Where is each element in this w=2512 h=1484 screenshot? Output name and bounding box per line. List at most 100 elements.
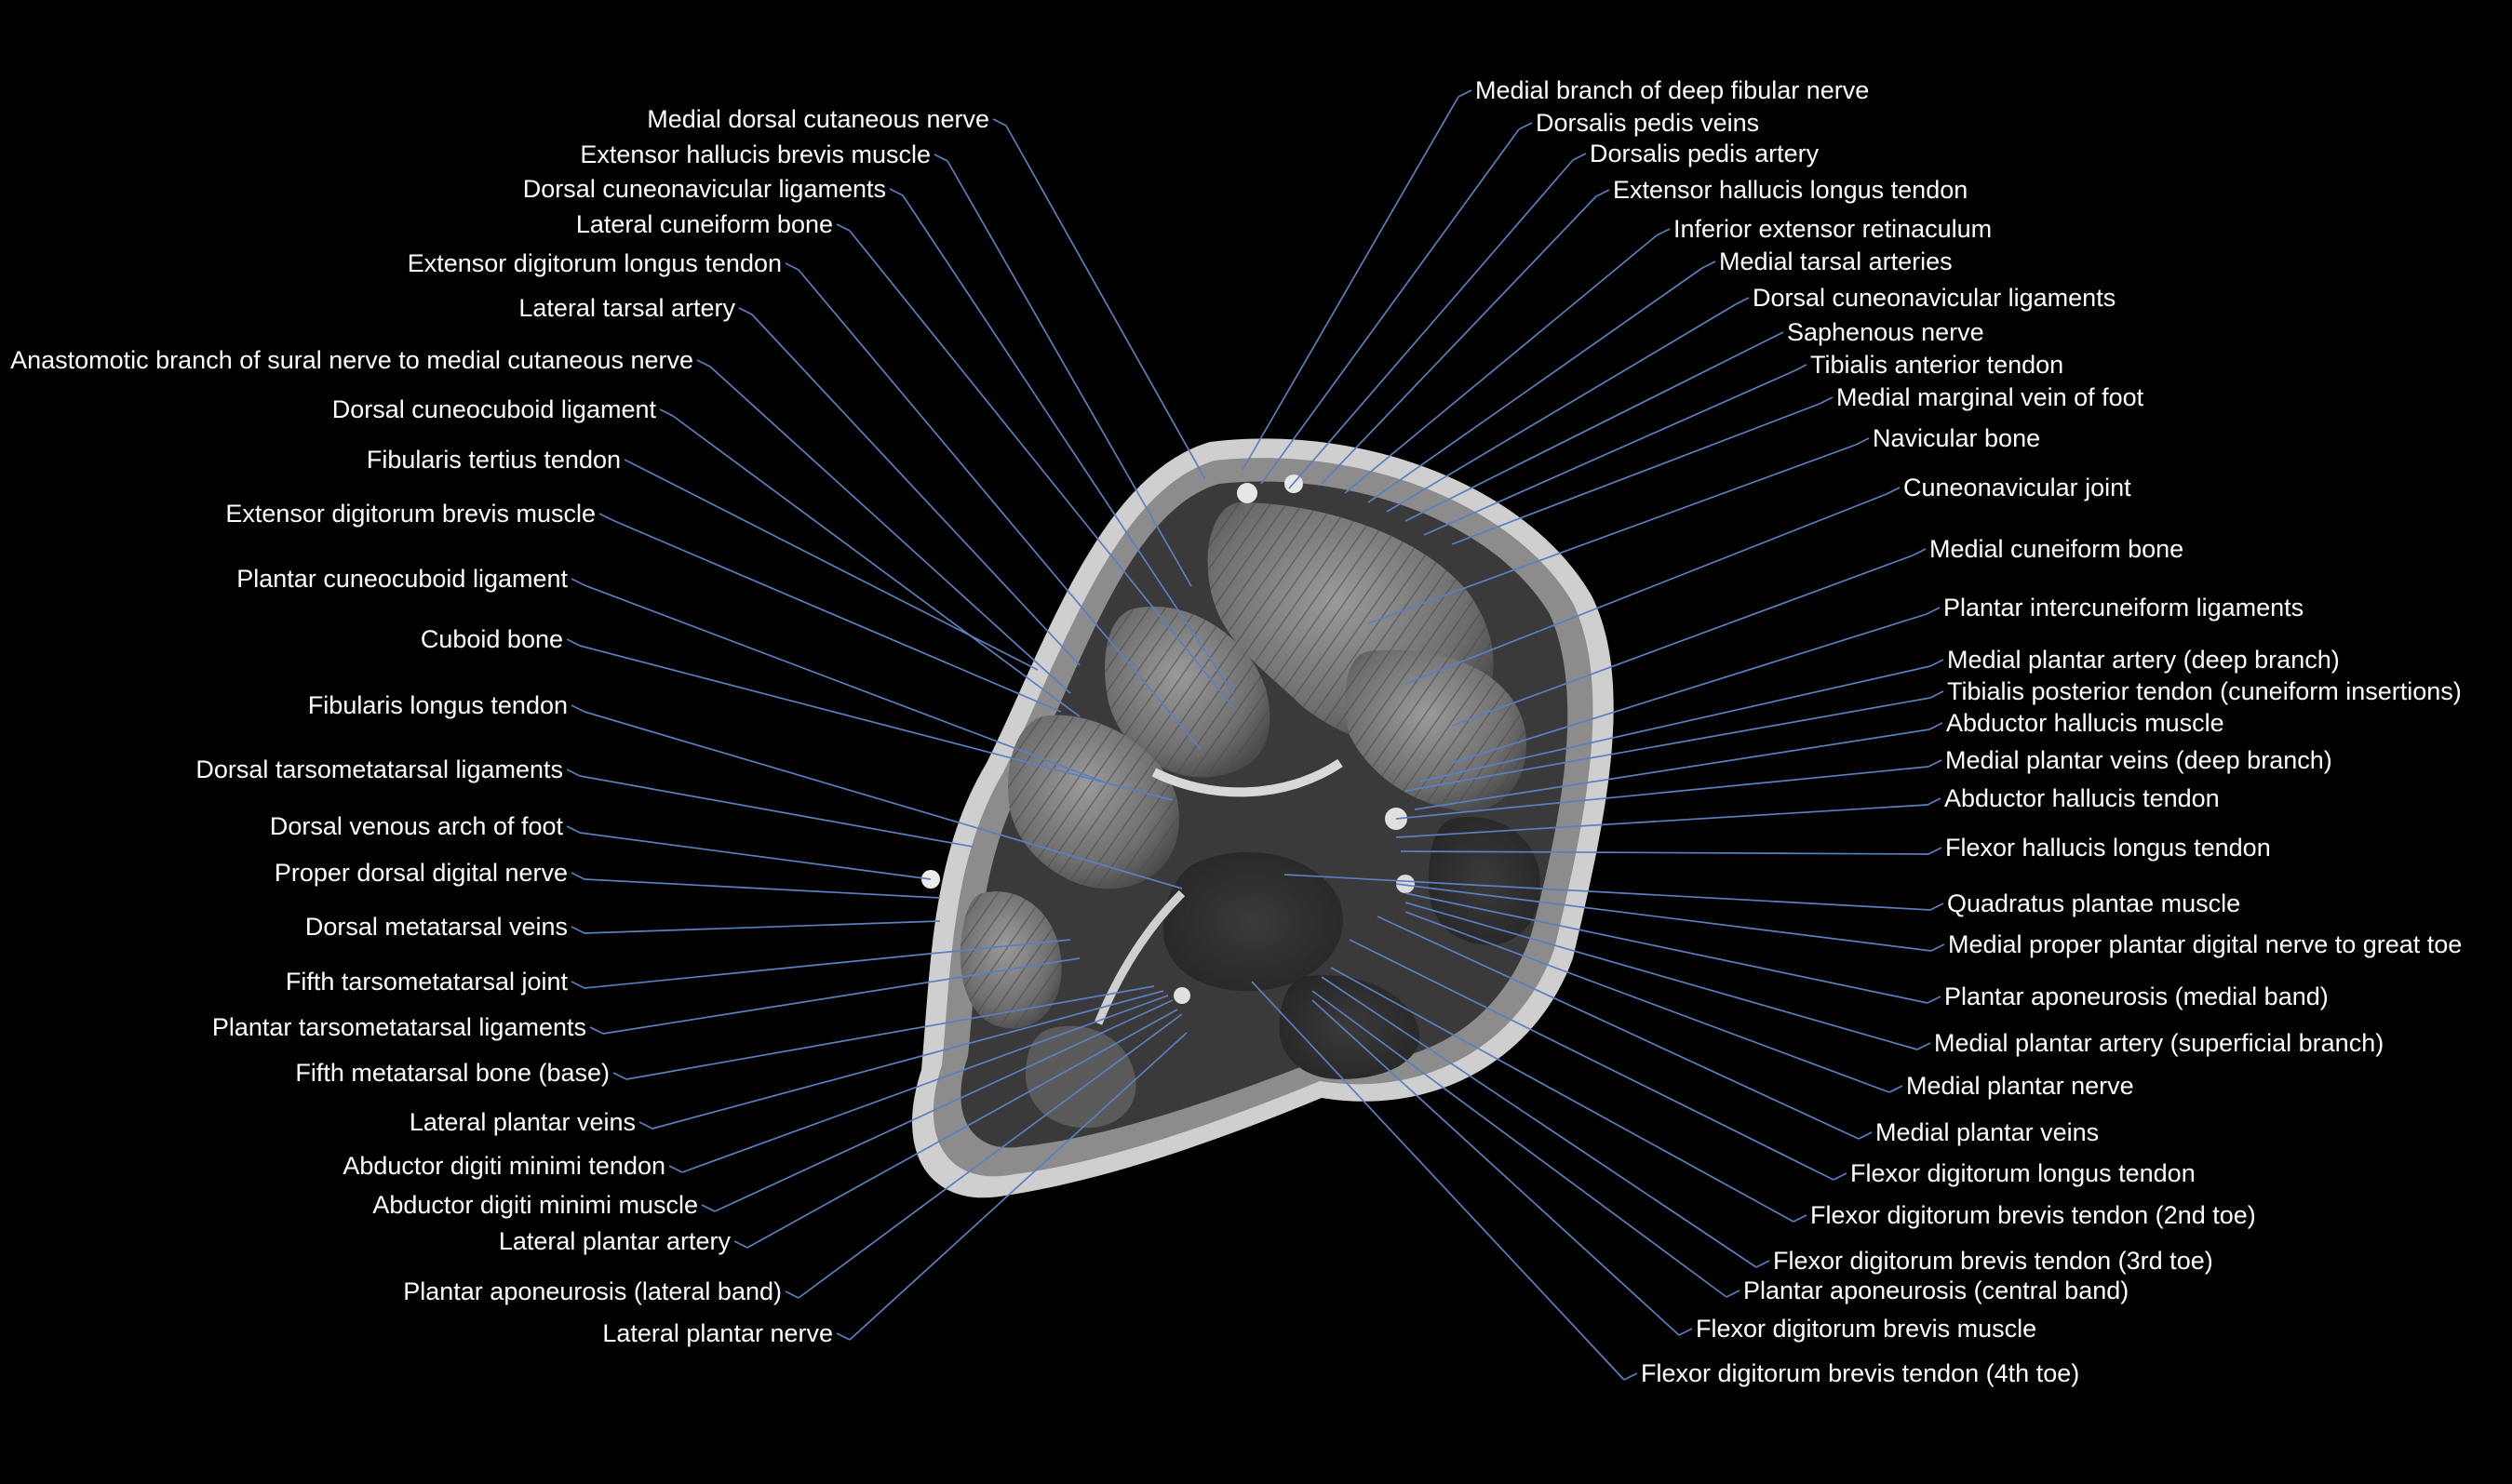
leader-tick-extensor-hallucis-brevis-muscle: [934, 154, 948, 162]
label-flexor-digitorum-brevis-tendon-2nd-toe: Flexor digitorum brevis tendon (2nd toe): [1810, 1201, 2256, 1229]
leader-tick-flexor-digitorum-brevis-muscle: [1678, 1328, 1693, 1336]
leader-tick-anastomotic-branch-of-sural-nerve-to-medial-cutaneous-nerve: [696, 359, 711, 368]
leader-tick-lateral-plantar-veins: [638, 1121, 653, 1130]
label-medial-plantar-artery-superficial-branch: Medial plantar artery (superficial branc…: [1934, 1029, 2384, 1057]
leader-tick-flexor-hallucis-longus-tendon: [1928, 847, 1942, 855]
leader-tick-flexor-digitorum-brevis-tendon-2nd-toe: [1793, 1214, 1807, 1223]
leader-fifth-metatarsal-bone-base: [625, 985, 1155, 1080]
label-saphenous-nerve: Saphenous nerve: [1787, 318, 1984, 346]
leader-plantar-aponeurosis-lateral-band: [798, 1013, 1183, 1299]
leader-flexor-hallucis-longus-tendon: [1400, 850, 1929, 855]
leader-tick-fibularis-longus-tendon: [571, 704, 585, 713]
label-flexor-digitorum-longus-tendon: Flexor digitorum longus tendon: [1850, 1159, 2196, 1187]
leader-extensor-digitorum-brevis-muscle: [611, 519, 1062, 713]
label-medial-cuneiform-bone: Medial cuneiform bone: [1929, 535, 2183, 563]
leader-flexor-digitorum-brevis-tendon-3rd-toe: [1321, 976, 1757, 1268]
leader-tick-plantar-aponeurosis-central-band: [1726, 1290, 1740, 1298]
label-plantar-aponeurosis-medial-band: Plantar aponeurosis (medial band): [1944, 983, 2329, 1010]
leader-tick-tibialis-posterior-tendon-cuneiform-insertions: [1929, 690, 1944, 699]
label-dorsal-cuneonavicular-ligaments: Dorsal cuneonavicular ligaments: [1753, 284, 2116, 312]
label-medial-plantar-nerve: Medial plantar nerve: [1906, 1072, 2134, 1100]
leader-fifth-tarsometatarsal-joint: [584, 939, 1071, 989]
leader-lateral-plantar-artery: [746, 1009, 1178, 1249]
leader-tick-dorsal-tarsometatarsal-ligaments: [566, 769, 581, 777]
label-extensor-hallucis-brevis-muscle: Extensor hallucis brevis muscle: [580, 140, 931, 168]
label-medial-branch-of-deep-fibular-nerve: Medial branch of deep fibular nerve: [1475, 76, 1869, 104]
leader-lateral-plantar-nerve: [849, 1032, 1188, 1341]
label-medial-plantar-artery-deep-branch: Medial plantar artery (deep branch): [1947, 646, 2340, 674]
label-abductor-hallucis-tendon: Abductor hallucis tendon: [1944, 784, 2220, 812]
label-abductor-digiti-minimi-tendon: Abductor digiti minimi tendon: [343, 1152, 665, 1180]
label-dorsalis-pedis-artery: Dorsalis pedis artery: [1590, 140, 1820, 167]
leader-tick-lateral-plantar-nerve: [836, 1332, 851, 1341]
leader-dorsal-tarsometatarsal-ligaments: [579, 775, 974, 848]
label-dorsalis-pedis-veins: Dorsalis pedis veins: [1536, 109, 1759, 137]
leader-dorsal-cuneocuboid-ligament: [672, 415, 1081, 717]
leader-tick-plantar-aponeurosis-medial-band: [1927, 996, 1941, 1004]
quadratus-plantae-shape: [1163, 851, 1343, 992]
label-medial-plantar-veins-deep-branch: Medial plantar veins (deep branch): [1945, 746, 2332, 774]
leader-flexor-digitorum-brevis-muscle: [1311, 999, 1680, 1336]
leader-abductor-hallucis-tendon: [1395, 804, 1928, 838]
label-flexor-digitorum-brevis-tendon-4th-toe: Flexor digitorum brevis tendon (4th toe): [1641, 1359, 2079, 1387]
leader-tick-navicular-bone: [1855, 437, 1870, 446]
leader-tick-extensor-hallucis-longus-tendon: [1595, 189, 1610, 197]
leader-tick-saphenous-nerve: [1769, 331, 1784, 340]
ligament-band-1: [1151, 758, 1343, 797]
leader-dorsalis-pedis-veins: [1260, 128, 1520, 485]
leader-flexor-digitorum-brevis-tendon-4th-toe: [1251, 981, 1625, 1381]
leader-tibialis-anterior-tendon: [1423, 370, 1794, 536]
label-plantar-aponeurosis-central-band: Plantar aponeurosis (central band): [1743, 1277, 2129, 1304]
leader-tick-flexor-digitorum-brevis-tendon-3rd-toe: [1755, 1260, 1770, 1268]
leader-tick-dorsal-venous-arch-of-foot: [566, 825, 581, 834]
leader-medial-plantar-veins: [1377, 916, 1860, 1140]
label-medial-tarsal-arteries: Medial tarsal arteries: [1719, 247, 1953, 275]
label-medial-plantar-veins: Medial plantar veins: [1875, 1118, 2099, 1146]
label-extensor-hallucis-longus-tendon: Extensor hallucis longus tendon: [1613, 176, 1968, 204]
leader-proper-dorsal-digital-nerve: [584, 878, 941, 899]
leader-tick-medial-plantar-nerve: [1888, 1085, 1903, 1093]
leader-tick-dorsalis-pedis-veins: [1518, 122, 1533, 130]
label-fifth-metatarsal-bone-base: Fifth metatarsal bone (base): [295, 1059, 610, 1087]
leader-tick-dorsal-cuneocuboid-ligament: [659, 408, 674, 417]
leader-dorsal-cuneonavicular-ligaments: [1386, 303, 1737, 513]
leader-plantar-intercuneiform-ligaments: [1451, 613, 1928, 764]
label-plantar-aponeurosis-lateral-band: Plantar aponeurosis (lateral band): [403, 1277, 782, 1305]
leader-tick-medial-plantar-artery-deep-branch: [1929, 659, 1944, 667]
leader-lines: [566, 89, 1945, 1381]
leader-tick-medial-plantar-veins-deep-branch: [1928, 759, 1942, 768]
leader-plantar-cuneocuboid-ligament: [584, 584, 1104, 782]
leader-medial-marginal-vein-of-foot: [1451, 403, 1820, 545]
label-plantar-intercuneiform-ligaments: Plantar intercuneiform ligaments: [1943, 594, 2304, 622]
leader-medial-branch-of-deep-fibular-nerve: [1242, 96, 1459, 471]
label-dorsal-cuneocuboid-ligament: Dorsal cuneocuboid ligament: [332, 395, 657, 423]
leader-tick-dorsal-metatarsal-veins: [571, 926, 585, 934]
leader-tick-medial-cuneiform-bone: [1912, 548, 1927, 556]
leader-tick-abductor-hallucis-tendon: [1927, 797, 1941, 806]
leader-extensor-hallucis-brevis-muscle: [947, 160, 1192, 587]
label-flexor-hallucis-longus-tendon: Flexor hallucis longus tendon: [1945, 834, 2271, 862]
leader-tick-plantar-aponeurosis-lateral-band: [785, 1290, 799, 1299]
label-dorsal-metatarsal-veins: Dorsal metatarsal veins: [305, 913, 568, 941]
leader-tick-lateral-tarsal-artery: [738, 307, 753, 315]
label-plantar-cuneocuboid-ligament: Plantar cuneocuboid ligament: [236, 565, 568, 593]
leader-tick-medial-plantar-veins: [1858, 1131, 1873, 1140]
label-flexor-digitorum-brevis-muscle: Flexor digitorum brevis muscle: [1696, 1315, 2036, 1343]
leader-tibialis-posterior-tendon-cuneiform-insertions: [1404, 697, 1931, 792]
leader-medial-plantar-veins-deep-branch: [1395, 766, 1929, 820]
leader-plantar-aponeurosis-central-band: [1311, 990, 1727, 1298]
leader-medial-proper-plantar-digital-nerve-to-great-toe: [1395, 883, 1932, 952]
label-lateral-plantar-artery: Lateral plantar artery: [499, 1227, 732, 1255]
leader-cuboid-bone: [579, 645, 1174, 801]
label-extensor-digitorum-brevis-muscle: Extensor digitorum brevis muscle: [225, 500, 596, 528]
leader-tick-lateral-cuneiform-bone: [836, 223, 851, 232]
abductor-hallucis-shape: [1429, 817, 1540, 945]
leader-tick-abductor-hallucis-muscle: [1928, 722, 1943, 730]
label-lateral-tarsal-artery: Lateral tarsal artery: [518, 294, 735, 322]
leader-extensor-hallucis-longus-tendon: [1321, 195, 1597, 485]
label-navicular-bone: Navicular bone: [1873, 424, 2040, 452]
leader-extensor-digitorum-longus-tendon: [798, 269, 1202, 750]
leader-saphenous-nerve: [1404, 338, 1771, 522]
leader-tick-lateral-plantar-artery: [733, 1240, 748, 1249]
leader-fibularis-longus-tendon: [584, 711, 1183, 889]
